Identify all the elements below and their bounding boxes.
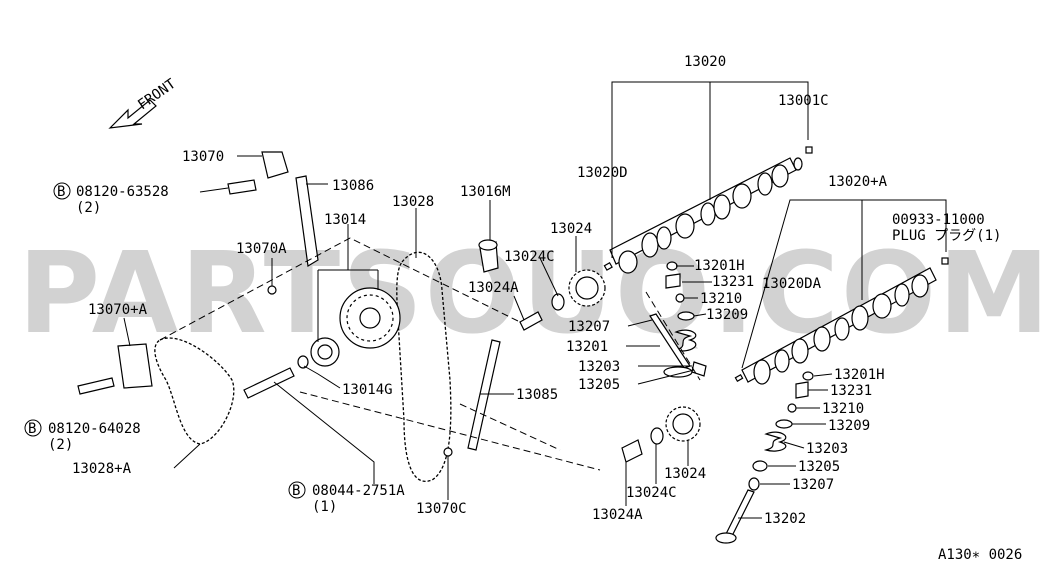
callout-13024a-lower: 13024A bbox=[592, 507, 643, 523]
callout-13070a: 13070A bbox=[236, 241, 287, 257]
callout-08044-2751a: 08044-2751A bbox=[312, 483, 405, 499]
guide-13086 bbox=[295, 175, 319, 267]
camshaft-left bbox=[609, 157, 803, 274]
watermark: PARTSOUQ.COM bbox=[18, 229, 1045, 359]
callout-13210-right: 13210 bbox=[822, 401, 864, 417]
callout-plug: PLUG プラグ(1) bbox=[892, 228, 1001, 244]
callout-13070c: 13070C bbox=[416, 501, 467, 517]
washer-13024c-upper bbox=[551, 293, 565, 311]
pin-13020d bbox=[603, 261, 613, 271]
callout-13201h: 13201H bbox=[694, 258, 745, 274]
callout-08044-2751a-qty: (1) bbox=[312, 499, 337, 515]
callout-08120-63528-qty: (2) bbox=[76, 200, 101, 216]
valve-train-right bbox=[715, 371, 814, 544]
sprocket-13014 bbox=[339, 287, 401, 349]
sprocket-13024-lower bbox=[665, 406, 701, 442]
svg-text:B: B bbox=[292, 483, 300, 499]
figure-code: A130∗ 0026 bbox=[938, 547, 1022, 563]
callout-13207-right: 13207 bbox=[792, 477, 834, 493]
gear-13014g bbox=[310, 337, 340, 367]
tensioner-13070a bbox=[117, 343, 153, 389]
bolt-08044-2751a bbox=[243, 367, 295, 399]
washer-13024c-lower bbox=[650, 427, 664, 445]
bolt-08120-64028 bbox=[77, 377, 115, 395]
callout-13014g: 13014G bbox=[342, 382, 393, 398]
svg-text:B: B bbox=[28, 421, 36, 437]
svg-text:B: B bbox=[57, 184, 65, 200]
callout-13014: 13014 bbox=[324, 212, 366, 228]
callout-13205: 13205 bbox=[578, 377, 620, 393]
callout-13024c: 13024C bbox=[504, 249, 555, 265]
callout-13020a: 13020+A bbox=[828, 174, 888, 190]
callout-13210: 13210 bbox=[700, 291, 742, 307]
bolt-13070c bbox=[443, 447, 453, 457]
callout-13205-right: 13205 bbox=[798, 459, 840, 475]
callout-13001c: 13001C bbox=[778, 93, 829, 109]
plug-00933 bbox=[941, 257, 949, 265]
front-arrow-icon bbox=[108, 99, 157, 129]
callout-13231: 13231 bbox=[712, 274, 754, 290]
bolt-08120-63528 bbox=[227, 179, 257, 195]
callout-13201h-right: 13201H bbox=[834, 367, 885, 383]
callout-13203-right: 13203 bbox=[806, 441, 848, 457]
callout-13201: 13201 bbox=[566, 339, 608, 355]
callout-13024: 13024 bbox=[550, 221, 592, 237]
callout-13086: 13086 bbox=[332, 178, 374, 194]
callout-13028a: 13028+A bbox=[72, 461, 132, 477]
callout-13209: 13209 bbox=[706, 307, 748, 323]
guide-13085 bbox=[467, 339, 501, 451]
bolt-marker-1: B bbox=[53, 182, 71, 200]
camshaft-right bbox=[741, 267, 937, 385]
callout-00933-11000: 00933-11000 bbox=[892, 212, 985, 228]
callout-13024-lower: 13024 bbox=[664, 466, 706, 482]
callout-13020da: 13020DA bbox=[762, 276, 822, 292]
callout-13020d: 13020D bbox=[577, 165, 628, 181]
front-label: FRONT bbox=[135, 76, 179, 114]
callout-13202: 13202 bbox=[764, 511, 806, 527]
bolt-13070a bbox=[267, 285, 277, 295]
callout-13070: 13070 bbox=[182, 149, 224, 165]
bolt-marker-2: B bbox=[24, 419, 42, 437]
callout-13020: 13020 bbox=[684, 54, 726, 70]
callout-13024a: 13024A bbox=[468, 280, 519, 296]
callout-13028: 13028 bbox=[392, 194, 434, 210]
pin-13020da bbox=[734, 373, 744, 383]
tensioner-13070 bbox=[261, 151, 289, 179]
plug-13001c bbox=[805, 146, 813, 154]
callout-13070-plus-a: 13070+A bbox=[88, 302, 148, 318]
bolt-13024a-lower bbox=[621, 439, 643, 463]
callout-13024c-lower: 13024C bbox=[626, 485, 677, 501]
bolt-marker-3: B bbox=[288, 481, 306, 499]
callout-13085: 13085 bbox=[516, 387, 558, 403]
callout-13203: 13203 bbox=[578, 359, 620, 375]
callout-08120-64028-qty: (2) bbox=[48, 437, 73, 453]
callout-13207: 13207 bbox=[568, 319, 610, 335]
timing-chain-13028 bbox=[396, 251, 452, 482]
bolt-13024a-upper bbox=[519, 311, 543, 331]
callout-13016m: 13016M bbox=[460, 184, 511, 200]
callout-13231-right: 13231 bbox=[830, 383, 872, 399]
washer bbox=[297, 355, 309, 369]
callout-13209-right: 13209 bbox=[828, 418, 870, 434]
callout-08120-63528: 08120-63528 bbox=[76, 184, 169, 200]
sprocket-13024-upper bbox=[568, 269, 606, 307]
callout-08120-64028: 08120-64028 bbox=[48, 421, 141, 437]
